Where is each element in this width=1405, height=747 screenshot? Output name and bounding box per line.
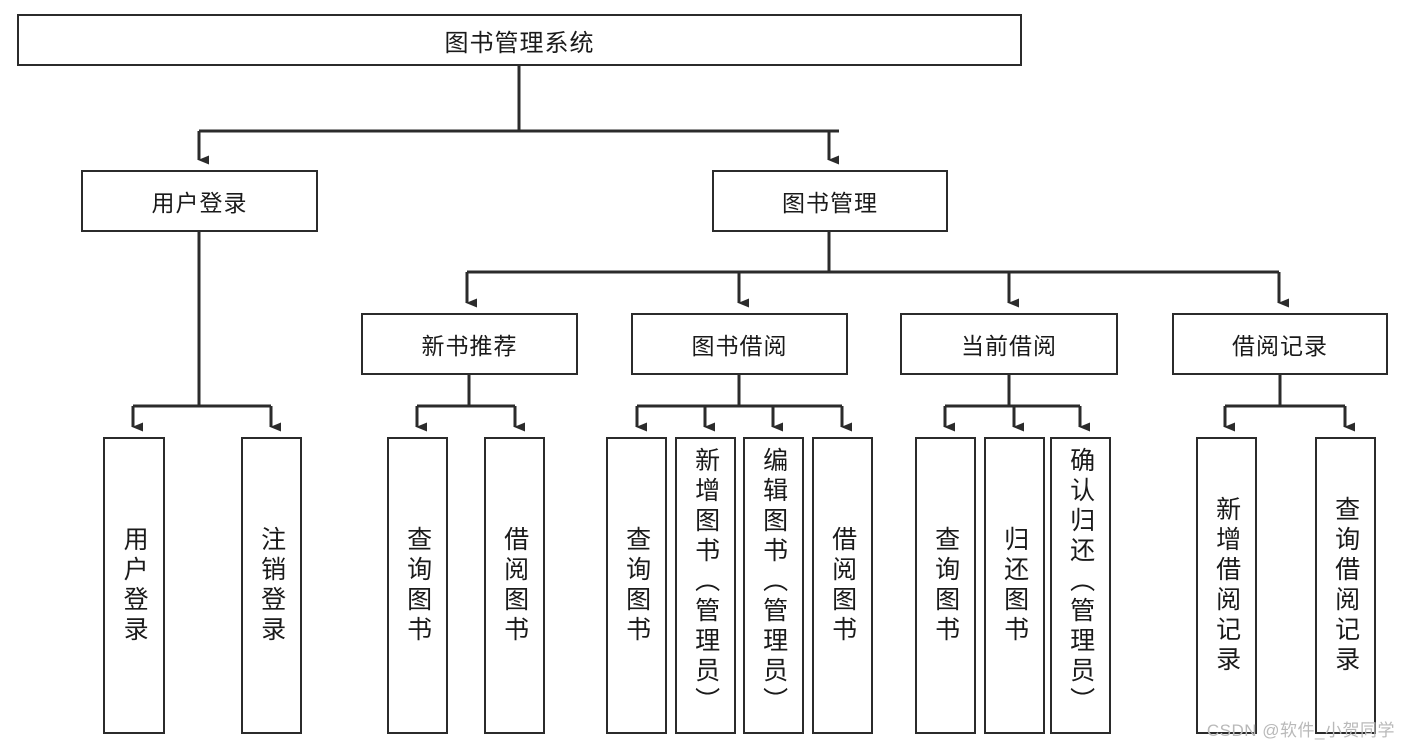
leaf-label: 确认归还（管理员） <box>1066 447 1095 717</box>
leaf-borrow-edit-book-admin[interactable]: 编辑图书（管理员） <box>743 437 804 734</box>
leaf-current-return-book[interactable]: 归还图书 <box>984 437 1045 734</box>
leaf-label: 新增图书（管理员） <box>691 447 720 717</box>
node-borrow-record[interactable]: 借阅记录 <box>1172 313 1388 375</box>
node-book-borrow[interactable]: 图书借阅 <box>631 313 848 375</box>
leaf-label: 新增借阅记录 <box>1212 495 1241 676</box>
node-label: 用户登录 <box>151 190 248 216</box>
leaf-borrow-add-book-admin[interactable]: 新增图书（管理员） <box>675 437 736 734</box>
node-label: 图书管理 <box>782 190 878 216</box>
leaf-label: 查询图书 <box>931 525 960 646</box>
leaf-label: 查询借阅记录 <box>1331 495 1360 676</box>
node-root-system[interactable]: 图书管理系统 <box>17 14 1022 66</box>
leaf-borrow-borrow-book[interactable]: 借阅图书 <box>812 437 873 734</box>
node-label: 新书推荐 <box>421 333 518 359</box>
leaf-borrow-query-book[interactable]: 查询图书 <box>606 437 667 734</box>
leaf-label: 用户登录 <box>120 525 149 646</box>
node-label: 图书借阅 <box>691 333 788 359</box>
node-new-book-recommend[interactable]: 新书推荐 <box>361 313 578 375</box>
leaf-record-add-borrow-record[interactable]: 新增借阅记录 <box>1196 437 1257 734</box>
leaf-recommend-query-book[interactable]: 查询图书 <box>387 437 448 734</box>
node-current-borrow[interactable]: 当前借阅 <box>900 313 1118 375</box>
node-label: 图书管理系统 <box>444 29 595 57</box>
node-label: 借阅记录 <box>1232 333 1328 359</box>
leaf-user-logout[interactable]: 注销登录 <box>241 437 302 734</box>
leaf-current-query-book[interactable]: 查询图书 <box>915 437 976 734</box>
leaf-label: 编辑图书（管理员） <box>759 447 788 717</box>
leaf-label: 查询图书 <box>622 525 651 646</box>
leaf-label: 归还图书 <box>1000 525 1029 646</box>
node-label: 当前借阅 <box>961 333 1057 359</box>
node-user-login[interactable]: 用户登录 <box>81 170 318 232</box>
leaf-record-query-borrow-record[interactable]: 查询借阅记录 <box>1315 437 1376 734</box>
leaf-label: 借阅图书 <box>500 525 529 646</box>
watermark-text: CSDN @软件_小贺同学 <box>1206 721 1395 740</box>
leaf-label: 查询图书 <box>403 525 432 646</box>
leaf-recommend-borrow-book[interactable]: 借阅图书 <box>484 437 545 734</box>
node-book-management[interactable]: 图书管理 <box>712 170 948 232</box>
leaf-current-confirm-return-admin[interactable]: 确认归还（管理员） <box>1050 437 1111 734</box>
leaf-user-login[interactable]: 用户登录 <box>103 437 165 734</box>
leaf-label: 注销登录 <box>257 525 286 646</box>
leaf-label: 借阅图书 <box>828 525 857 646</box>
